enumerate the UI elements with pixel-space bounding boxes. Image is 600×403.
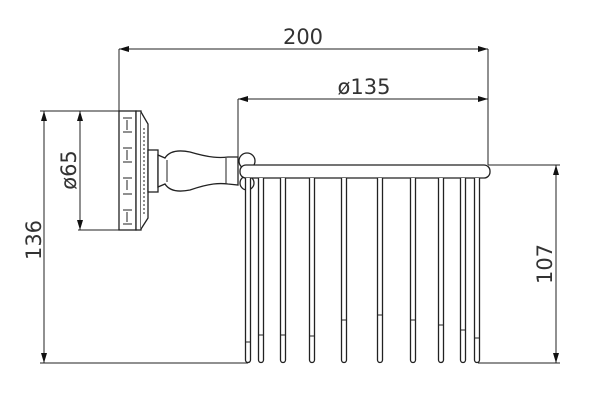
basket-wire [279, 178, 287, 364]
basket-wire [244, 178, 252, 364]
dimension-label-135: ø135 [338, 75, 391, 99]
dimension-107: 107 [478, 164, 560, 364]
basket-rim-rod [239, 164, 491, 179]
basket-wire [409, 178, 417, 364]
basket-wire [308, 178, 316, 364]
basket-wire [473, 178, 481, 364]
dimension-label-107: 107 [533, 244, 557, 284]
basket-wire [437, 178, 445, 364]
basket-wires [244, 178, 481, 364]
basket-wire [376, 178, 384, 364]
dimension-label-136: 136 [22, 220, 46, 260]
basket-wire [257, 178, 265, 364]
wall-plate [118, 110, 149, 231]
basket-wire [340, 178, 348, 364]
arm-connector [147, 149, 256, 193]
dimension-200: 200 [118, 25, 489, 165]
dimension-label-200: 200 [283, 25, 323, 49]
dimension-label-65: ø65 [57, 150, 81, 190]
dimension-65: ø65 [57, 111, 122, 231]
basket-wire [459, 178, 467, 364]
dimension-135: ø135 [237, 75, 488, 160]
